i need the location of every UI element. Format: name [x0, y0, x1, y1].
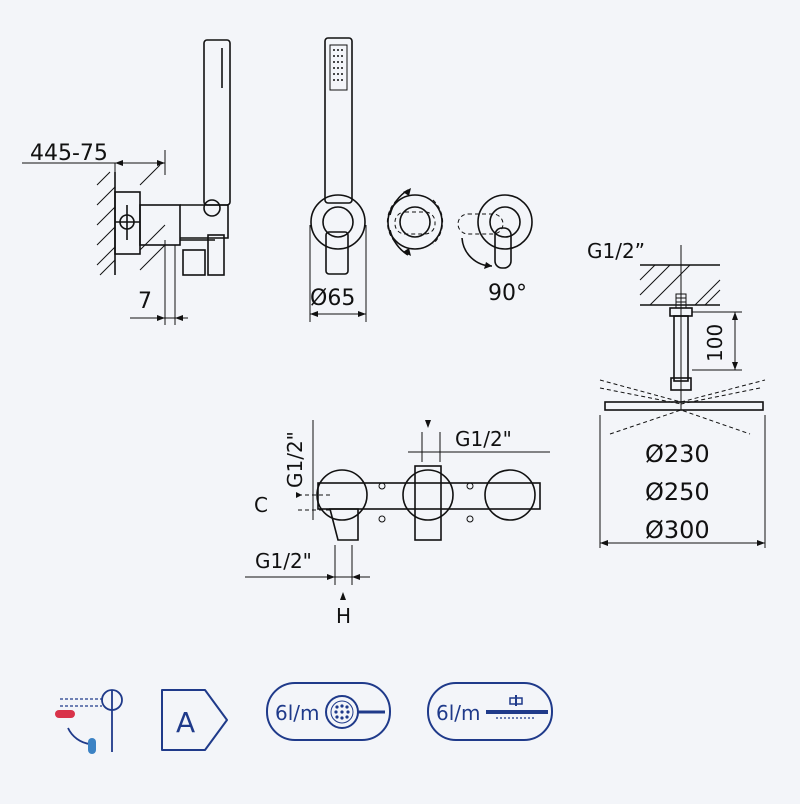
arm-length-label: 100: [703, 324, 727, 362]
rain-shower-flow-badge: 6l/m: [427, 682, 553, 741]
inlet-bottom-label: G1/2": [255, 549, 312, 573]
wall-depth-prefix: 4: [30, 141, 44, 166]
hand-flow-label: 6l/m: [275, 701, 320, 725]
front-view-hand-shower: Ø65: [309, 37, 367, 322]
rotation-label: 90°: [488, 281, 527, 306]
head-flow-label: 6l/m: [436, 701, 481, 725]
head-diameter-250: Ø250: [645, 478, 710, 506]
energy-class-label: A: [176, 706, 195, 739]
side-view: 4 45-75 7: [22, 39, 231, 325]
rain-head-view: G1/2” 100 Ø230 Ø250 Ø300: [587, 239, 766, 548]
hot-label: H: [336, 604, 351, 628]
inlet-vertical-label: G1/2": [283, 431, 307, 488]
energy-class-icon: A: [161, 689, 228, 751]
rotation-views: 90°: [386, 188, 533, 306]
diameter-65-label: Ø65: [310, 286, 355, 311]
projection-label: 7: [138, 289, 152, 314]
inlet-top-label: G1/2": [455, 427, 512, 451]
wall-hatch: [96, 164, 166, 276]
head-diameter-300: Ø300: [645, 516, 710, 544]
head-diameter-230: Ø230: [645, 440, 710, 468]
cold-label: C: [254, 493, 268, 517]
ceiling-thread-label: G1/2”: [587, 239, 645, 263]
hand-shower-flow-badge: 6l/m: [266, 682, 391, 741]
concealed-body-view: G1/2" C G1/2" G1/2" H: [245, 420, 550, 628]
wall-depth-label: 45-75: [44, 141, 108, 166]
thermo-mixer-icon: [55, 689, 123, 754]
